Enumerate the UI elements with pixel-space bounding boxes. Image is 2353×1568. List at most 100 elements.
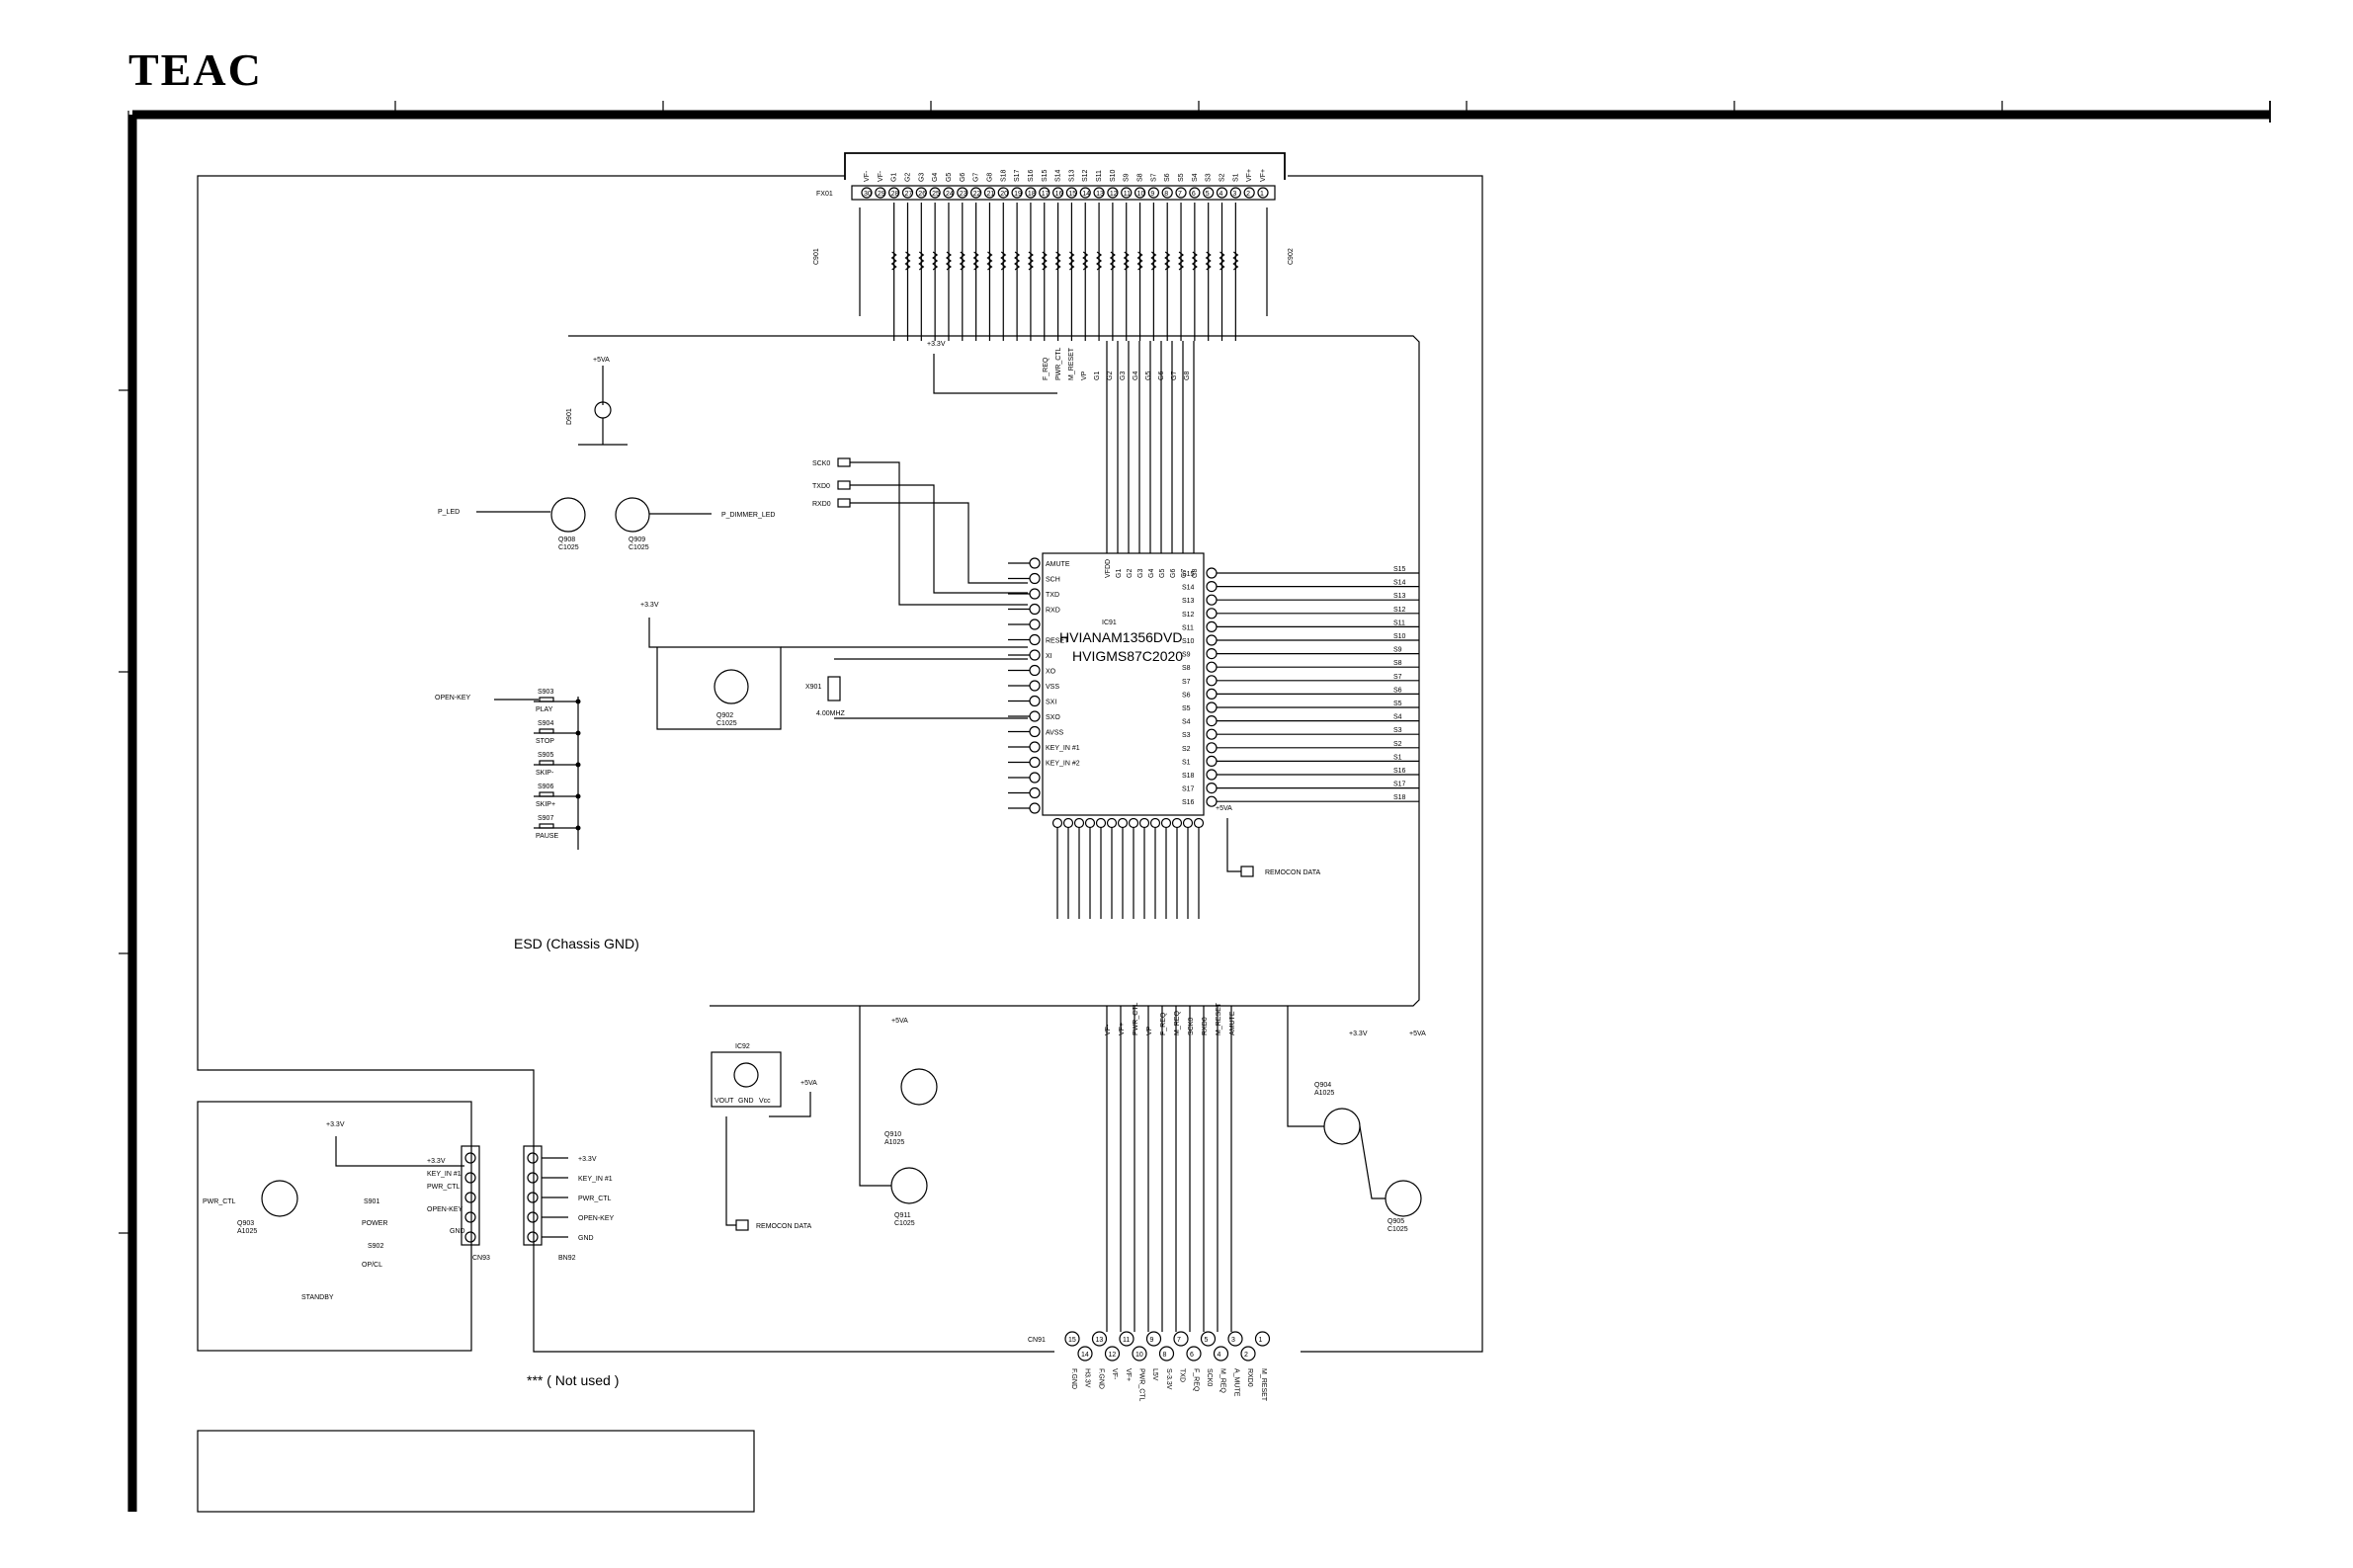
cn93-pin5: GND — [450, 1228, 465, 1235]
cn91-pin — [1091, 1331, 1108, 1347]
q910-supply-label: +5VA — [891, 1018, 908, 1025]
cn91-net-label: SCK0 — [1188, 1018, 1195, 1035]
ic91-net-label: S15 — [1393, 566, 1406, 573]
standby-label: STANDBY — [301, 1294, 334, 1301]
ic91-pin — [1029, 725, 1041, 738]
ic91-pin — [1206, 594, 1218, 606]
q908-type: C1025 — [558, 544, 579, 551]
ic91-pin-label: G8 — [1192, 569, 1199, 578]
cn91-pin-number: 11 — [1123, 1337, 1130, 1344]
fip-pin-number: 17 — [1042, 191, 1050, 198]
ic91-net-label: S5 — [1393, 701, 1402, 707]
fip-pin — [1134, 187, 1146, 199]
cn93-pin — [464, 1211, 476, 1223]
cn91-pin-label: M_REQ — [1219, 1368, 1226, 1393]
ic91-pin-label: G6 — [1170, 569, 1177, 578]
fip-pin-number: 29 — [878, 191, 885, 198]
fip-pin-label: S15 — [1042, 169, 1049, 182]
fip-resistor — [918, 251, 925, 271]
fip-pin — [1203, 187, 1215, 199]
ic91-pin-label: S18 — [1182, 773, 1195, 780]
cn91-pin — [1227, 1331, 1243, 1347]
fip-pin-number: 10 — [1137, 191, 1145, 198]
ic91-pin — [1206, 675, 1218, 687]
cn91-pin-number: 1 — [1259, 1337, 1263, 1344]
fip-pin — [1229, 187, 1241, 199]
ic91-pin-label: KEY_IN #2 — [1046, 761, 1080, 768]
fip-pin — [888, 187, 900, 199]
top-net-label: G4 — [1133, 371, 1139, 380]
fip-pin — [997, 187, 1009, 199]
q911-type: C1025 — [894, 1220, 915, 1227]
ic91-pin — [1128, 817, 1139, 829]
fip-resistor — [904, 251, 911, 271]
fip-pin-label: S6 — [1164, 173, 1171, 182]
fip-pin — [943, 187, 955, 199]
ic91-pin — [1029, 588, 1041, 600]
cn93-connector: CN93 — [461, 1145, 490, 1262]
ic91-pin — [1084, 817, 1096, 829]
p-led-label: P_LED — [438, 509, 460, 516]
fip-pin — [1161, 187, 1173, 199]
cn91-pin — [1240, 1346, 1256, 1362]
ic91-net-label: S12 — [1393, 607, 1406, 614]
ic91-pin — [1029, 741, 1041, 753]
fip-pin-number: 26 — [918, 191, 926, 198]
ic91-pin-label: S11 — [1182, 624, 1194, 631]
ic91-pin — [1106, 817, 1118, 829]
q903-type: A1025 — [237, 1228, 257, 1235]
key-switch — [539, 791, 554, 797]
ic91-pin-label: S2 — [1182, 746, 1191, 753]
cn91-pin-number: 8 — [1163, 1352, 1167, 1359]
fip-pin — [1025, 187, 1037, 199]
ic91-pin-label: S10 — [1182, 638, 1195, 645]
ic91-pin — [1051, 817, 1063, 829]
ic91-pin — [1073, 817, 1085, 829]
fip-resistor — [932, 251, 939, 271]
ic91-left-pins: AMUTESCHTXDRXDRESETXIXOVSSSXISXOAVSSKEY_… — [1008, 557, 1080, 814]
c901-ref: C901 — [813, 248, 820, 265]
ic91-bottom-pins — [1051, 817, 1205, 919]
ic91-pin — [1206, 620, 1218, 633]
fip-pin-number: 18 — [1028, 191, 1036, 198]
fip-resistor — [1191, 251, 1198, 271]
ic91-net-label: S6 — [1393, 687, 1402, 694]
fip-pin-label: S14 — [1055, 169, 1062, 182]
ic91-pin-label: XO — [1046, 669, 1056, 676]
fip-pin-number: 1 — [1260, 191, 1264, 198]
fip-pin-number: 3 — [1232, 191, 1236, 198]
cn91-pin — [1158, 1346, 1175, 1362]
p-dimmer-led-label: P_DIMMER_LED — [721, 512, 775, 519]
top-net-label: M_RESET — [1068, 347, 1075, 380]
fip-pin — [1243, 187, 1255, 199]
s902-ref: S902 — [368, 1243, 383, 1250]
fip-pin-label: G6 — [960, 173, 966, 182]
fip-pin-number: 25 — [932, 191, 940, 198]
ic91-pin-label: G7 — [1181, 569, 1188, 578]
bn92-label: KEY_IN #1 — [578, 1176, 613, 1183]
ic91-right-pins: S15S15S14S14S13S13S12S12S11S11S10S10S9S9… — [1182, 566, 1419, 807]
fip-pin-label: G2 — [904, 173, 911, 182]
q910-type: A1025 — [884, 1139, 904, 1146]
fip-pin-label: S3 — [1206, 173, 1213, 182]
cn91-pin — [1213, 1346, 1229, 1362]
ic91-pin — [1206, 661, 1218, 673]
bn92-ref: BN92 — [558, 1255, 576, 1262]
ic91-pin-label: S12 — [1182, 612, 1195, 619]
ic91-pin — [1206, 701, 1218, 713]
ic91-pin — [1160, 817, 1172, 829]
fip-pin-label: S10 — [1110, 169, 1117, 182]
fip-pin — [915, 187, 927, 199]
xtal-freq: 4.00MHZ — [816, 710, 846, 717]
reset-supply-label: +3.3V — [640, 602, 659, 609]
ic91-ref: IC91 — [1102, 619, 1117, 626]
ic91-net-label: S13 — [1393, 593, 1406, 600]
ic91-pin-label: SXI — [1046, 700, 1056, 706]
fip-resistor — [1136, 251, 1143, 271]
q909-ref: Q909 — [629, 536, 645, 543]
fip-pin — [970, 187, 982, 199]
crystal: X901 4.00MHZ — [805, 658, 1028, 719]
ic91-pin — [1029, 786, 1041, 799]
ic91-pin — [1206, 769, 1218, 781]
fip-resistor — [972, 251, 979, 271]
